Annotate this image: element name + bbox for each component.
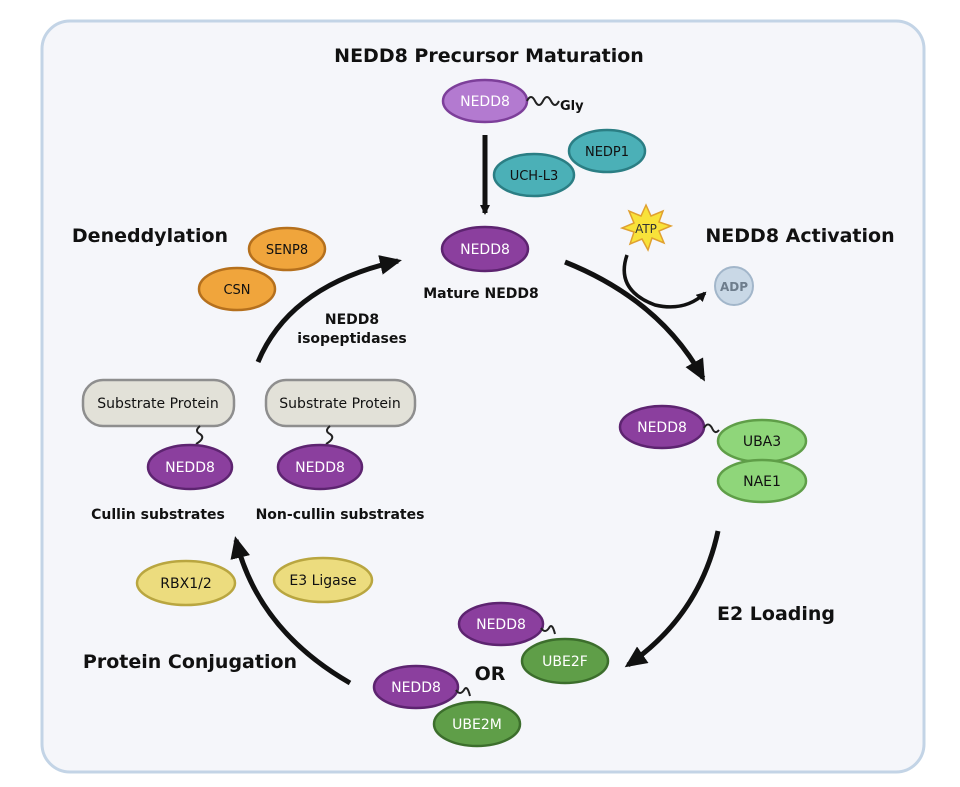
gly-label: Gly <box>560 99 584 114</box>
nedd8-e1: NEDD8 <box>618 404 706 450</box>
arrow-deneddylation <box>255 255 402 363</box>
nedd8-e1-label: NEDD8 <box>637 420 687 436</box>
cullin-nedd8-label: NEDD8 <box>165 460 215 476</box>
noncullin-substrate-label: Substrate Protein <box>279 396 400 412</box>
mature-nedd8-molecule-label: NEDD8 <box>460 242 510 258</box>
isopeptidases-label-line1: NEDD8 <box>325 312 379 328</box>
e3-ligase-label: E3 Ligase <box>289 573 356 589</box>
adp-molecule: ADP <box>714 266 754 306</box>
or-label: OR <box>475 663 506 685</box>
nedd8-ube2f: NEDD8 <box>457 601 545 647</box>
nae1-label: NAE1 <box>743 474 781 490</box>
nedd8-ube2m-link <box>455 687 471 697</box>
heading-e2-loading: E2 Loading <box>717 603 835 625</box>
noncullin-nedd8: NEDD8 <box>276 443 364 491</box>
nedd8-ube2m: NEDD8 <box>372 664 460 710</box>
ube2m-label: UBE2M <box>452 717 502 733</box>
cullin-substrates-label: Cullin substrates <box>91 507 225 523</box>
mature-nedd8: NEDD8 <box>440 225 530 273</box>
noncullin-substrate-protein: Substrate Protein <box>264 378 417 428</box>
rbx-protein: RBX1/2 <box>135 559 237 607</box>
nedd8-precursor-label: NEDD8 <box>460 94 510 110</box>
uchl3-enzyme: UCH-L3 <box>492 152 576 198</box>
csn-label: CSN <box>223 283 250 298</box>
arrow-activation <box>564 259 706 382</box>
isopeptidases-label-line2: isopeptidases <box>297 331 406 347</box>
atp-star: ATP <box>619 203 674 252</box>
adp-label: ADP <box>720 280 748 294</box>
atp-to-adp-arrow <box>622 254 707 309</box>
mature-nedd8-label: Mature NEDD8 <box>423 286 539 302</box>
nae1-subunit: NAE1 <box>716 458 808 504</box>
arrow-e2-loading <box>624 530 721 668</box>
ube2f-enzyme: UBE2F <box>520 637 610 685</box>
noncullin-nedd8-label: NEDD8 <box>295 460 345 476</box>
nedp1-enzyme: NEDP1 <box>567 128 647 174</box>
gly-tail <box>526 96 560 106</box>
uchl3-label: UCH-L3 <box>510 169 559 184</box>
noncullin-substrates-label: Non-cullin substrates <box>256 507 425 523</box>
cullin-substrate-protein: Substrate Protein <box>81 378 236 428</box>
nedd8-uba3-link <box>703 423 720 434</box>
background-panel <box>40 19 926 774</box>
arrow-conjugation <box>230 536 352 686</box>
nedd8-ube2f-link <box>540 625 556 635</box>
nedd8-ube2m-label: NEDD8 <box>391 680 441 696</box>
heading-activation: NEDD8 Activation <box>705 225 894 247</box>
heading-maturation: NEDD8 Precursor Maturation <box>334 45 644 67</box>
nedd8-ube2f-label: NEDD8 <box>476 617 526 633</box>
cullin-substrate-link <box>195 425 204 445</box>
cullin-nedd8: NEDD8 <box>146 443 234 491</box>
uba3-subunit: UBA3 <box>716 418 808 464</box>
ube2f-label: UBE2F <box>542 654 588 670</box>
rbx-label: RBX1/2 <box>160 576 211 592</box>
e3-ligase: E3 Ligase <box>272 556 374 604</box>
heading-deneddylation: Deneddylation <box>72 225 228 247</box>
nedd8-precursor: NEDD8 <box>441 78 529 124</box>
noncullin-substrate-link <box>325 425 334 445</box>
senp8-enzyme: SENP8 <box>247 226 327 272</box>
heading-conjugation: Protein Conjugation <box>83 651 297 673</box>
senp8-label: SENP8 <box>266 243 308 258</box>
uba3-label: UBA3 <box>743 434 781 450</box>
ube2m-enzyme: UBE2M <box>432 700 522 748</box>
nedp1-label: NEDP1 <box>585 145 629 160</box>
cullin-substrate-label: Substrate Protein <box>97 396 218 412</box>
csn-complex: CSN <box>197 266 277 312</box>
atp-label: ATP <box>635 222 657 236</box>
